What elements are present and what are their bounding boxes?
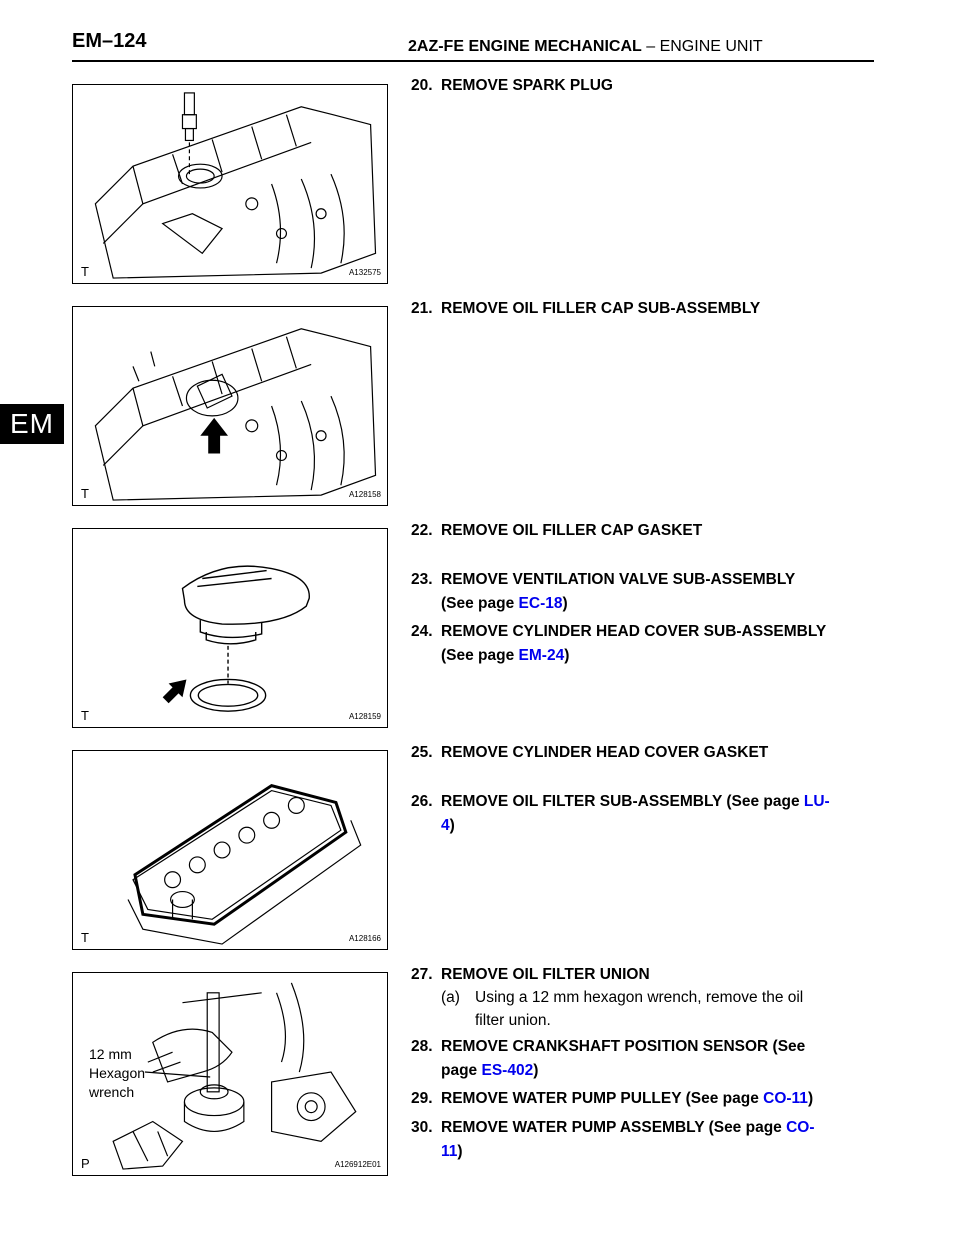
step-number: 23. [411, 571, 433, 588]
link-em-24[interactable]: EM-24 [518, 647, 565, 664]
step-number: 28. [411, 1038, 433, 1055]
figure-cap-gasket: T A128159 [72, 528, 388, 728]
figure-oil-filler-cap: T A128158 [72, 306, 388, 506]
see-suffix: ) [533, 1062, 539, 1079]
cap-gasket-illustration [162, 565, 310, 712]
header-rule [72, 60, 874, 62]
see-suffix: ) [449, 817, 455, 834]
callout-line: 12 mm [89, 1046, 132, 1062]
step-main: REMOVE WATER PUMP PULLEY (See page [441, 1090, 764, 1107]
substep-a: (a) Using a 12 mm hexagon wrench, remove… [441, 986, 881, 1032]
link-co-11-part2[interactable]: 11 [441, 1143, 458, 1160]
figure-corner-label: T [81, 708, 89, 723]
step-26: 26. REMOVE OIL FILTER SUB-ASSEMBLY (See … [411, 790, 881, 838]
page-code: EM–124 [72, 30, 147, 52]
step-number: 30. [411, 1119, 433, 1136]
step-25: 25. REMOVE CYLINDER HEAD COVER GASKET [411, 741, 881, 765]
see-suffix: ) [564, 647, 570, 664]
step-text: REMOVE OIL FILLER CAP SUB-ASSEMBLY [441, 300, 761, 317]
callout-line: wrench [89, 1084, 135, 1100]
figure-corner-label: T [81, 930, 89, 945]
figure-id: A128159 [348, 712, 381, 721]
wrench-callout: 12 mm Hexagon wrench [89, 1045, 199, 1102]
step-main: REMOVE CYLINDER HEAD COVER SUB-ASSEMBLY [441, 623, 827, 640]
figure-id: A128158 [348, 490, 381, 499]
figure-head-cover-gasket: T A128166 [72, 750, 388, 950]
link-co-11[interactable]: CO-11 [763, 1090, 808, 1107]
substep-line2: filter union. [475, 1012, 551, 1029]
substep-line1: Using a 12 mm hexagon wrench, remove the… [475, 989, 804, 1006]
step-text: REMOVE SPARK PLUG [441, 77, 613, 94]
step-number: 24. [411, 623, 433, 640]
step-text: REMOVE OIL FILTER SUB-ASSEMBLY (See page… [441, 790, 881, 838]
step-main: REMOVE CRANKSHAFT POSITION SENSOR (See [441, 1038, 806, 1055]
engine-illustration-1 [94, 92, 377, 279]
section-title-bold: 2AZ-FE ENGINE MECHANICAL [408, 38, 642, 55]
step-23: 23. REMOVE VENTILATION VALVE SUB-ASSEMBL… [411, 568, 881, 616]
link-lu-4-part2[interactable]: 4 [441, 817, 450, 834]
callout-line: Hexagon [89, 1065, 146, 1081]
step-main: REMOVE VENTILATION VALVE SUB-ASSEMBLY [441, 571, 796, 588]
step-number: 29. [411, 1090, 433, 1107]
figure-corner-label: T [81, 486, 89, 501]
step-main: REMOVE WATER PUMP ASSEMBLY (See page [441, 1119, 787, 1136]
step-text: REMOVE CYLINDER HEAD COVER GASKET [441, 744, 769, 761]
see-prefix: page [441, 1062, 482, 1079]
link-co-11-part1[interactable]: CO- [786, 1119, 815, 1136]
step-number: 27. [411, 966, 433, 983]
substep-text: Using a 12 mm hexagon wrench, remove the… [475, 986, 881, 1032]
step-24: 24. REMOVE CYLINDER HEAD COVER SUB-ASSEM… [411, 620, 881, 668]
step-number: 26. [411, 793, 433, 810]
step-text: REMOVE VENTILATION VALVE SUB-ASSEMBLY (S… [441, 568, 881, 616]
figure-id: A128166 [348, 934, 381, 943]
figure-corner-label: P [81, 1156, 90, 1171]
step-21: 21. REMOVE OIL FILLER CAP SUB-ASSEMBLY [411, 297, 881, 321]
step-number: 20. [411, 77, 433, 94]
section-title-rest: – ENGINE UNIT [646, 38, 763, 55]
step-text: REMOVE CYLINDER HEAD COVER SUB-ASSEMBLY … [441, 620, 881, 668]
step-main: REMOVE OIL FILTER SUB-ASSEMBLY (See page [441, 793, 804, 810]
step-text: REMOVE CRANKSHAFT POSITION SENSOR (See p… [441, 1035, 881, 1083]
link-ec-18[interactable]: EC-18 [518, 595, 563, 612]
see-prefix: (See page [441, 595, 519, 612]
section-side-tab: EM [0, 404, 64, 444]
step-text: REMOVE OIL FILLER CAP GASKET [441, 522, 703, 539]
step-27: 27. REMOVE OIL FILTER UNION [411, 963, 881, 987]
see-prefix: (See page [441, 647, 519, 664]
step-number: 22. [411, 522, 433, 539]
figure-id: A126912E01 [334, 1160, 381, 1169]
step-text: REMOVE WATER PUMP PULLEY (See page CO-11… [441, 1087, 881, 1111]
engine-illustration-2 [94, 328, 377, 501]
step-22: 22. REMOVE OIL FILLER CAP GASKET [411, 519, 881, 543]
step-30: 30. REMOVE WATER PUMP ASSEMBLY (See page… [411, 1116, 881, 1164]
section-title: 2AZ-FE ENGINE MECHANICAL – ENGINE UNIT [408, 38, 763, 56]
step-29: 29. REMOVE WATER PUMP PULLEY (See page C… [411, 1087, 881, 1111]
figure-id: A132575 [348, 268, 381, 277]
substep-number: (a) [441, 989, 460, 1006]
head-cover-illustration [127, 784, 362, 945]
step-text: REMOVE WATER PUMP ASSEMBLY (See page CO-… [441, 1116, 881, 1164]
link-es-402[interactable]: ES-402 [481, 1062, 534, 1079]
step-text: REMOVE OIL FILTER UNION [441, 966, 650, 983]
figure-corner-label: T [81, 264, 89, 279]
figure-oil-filter-union: 12 mm Hexagon wrench P A126912E01 [72, 972, 388, 1176]
see-suffix: ) [457, 1143, 463, 1160]
see-suffix: ) [562, 595, 568, 612]
figure-spark-plug: T A132575 [72, 84, 388, 284]
step-number: 25. [411, 744, 433, 761]
step-number: 21. [411, 300, 433, 317]
step-20: 20. REMOVE SPARK PLUG [411, 74, 881, 98]
oil-filter-union-illustration [112, 982, 357, 1170]
see-suffix: ) [807, 1090, 814, 1107]
link-lu-4-part1[interactable]: LU- [803, 793, 830, 810]
step-28: 28. REMOVE CRANKSHAFT POSITION SENSOR (S… [411, 1035, 881, 1083]
